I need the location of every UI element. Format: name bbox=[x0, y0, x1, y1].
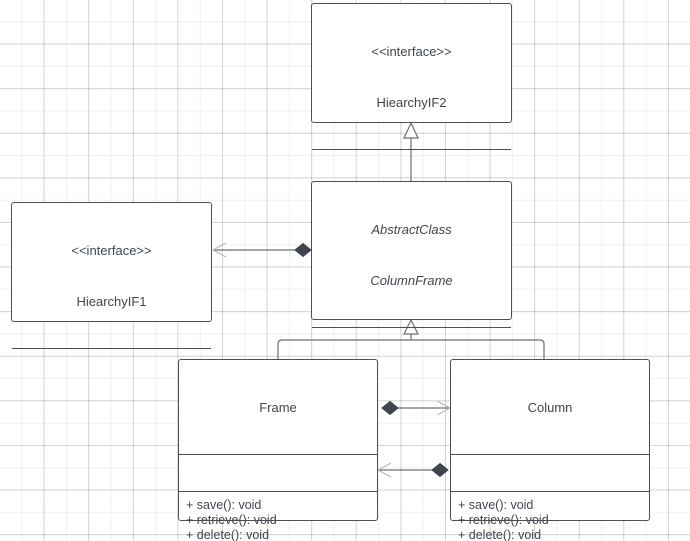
class-method: + retrieve(): void bbox=[186, 513, 277, 527]
class-name: ColumnFrame bbox=[370, 273, 453, 288]
class-node-header: Frame bbox=[179, 360, 377, 455]
class-method: + save(): void bbox=[186, 498, 262, 512]
class-stereotype: <<interface>> bbox=[71, 243, 152, 258]
class-method: + delete(): void bbox=[186, 528, 270, 541]
class-method: + delete(): void bbox=[458, 528, 542, 541]
class-node-header: <<interface>> HiearchyIF2 bbox=[312, 4, 511, 150]
class-methods-compartment: + save(): void + retrieve(): void + dele… bbox=[451, 492, 649, 541]
class-node-column[interactable]: Column + save(): void + retrieve(): void… bbox=[450, 359, 650, 541]
class-node-header: AbstractClass ColumnFrame bbox=[312, 182, 511, 328]
class-node-hierarchyif1[interactable]: <<interface>> HiearchyIF1 bbox=[11, 202, 212, 349]
class-name: HiearchyIF2 bbox=[376, 95, 447, 110]
class-node-hierarchyif2[interactable]: <<interface>> HiearchyIF2 bbox=[311, 3, 512, 150]
class-node-columnframe[interactable]: AbstractClass ColumnFrame bbox=[311, 181, 512, 328]
class-name: Frame bbox=[259, 400, 297, 415]
class-method: + retrieve(): void bbox=[458, 513, 549, 527]
class-stereotype: AbstractClass bbox=[371, 222, 452, 237]
class-attributes-compartment bbox=[451, 455, 649, 492]
class-node-frame[interactable]: Frame + save(): void + retrieve(): void … bbox=[178, 359, 378, 541]
edge-composition-columnframe-hierarchyif1[interactable] bbox=[211, 242, 312, 258]
class-method: + save(): void bbox=[458, 498, 534, 512]
class-node-header: Column bbox=[451, 360, 649, 455]
class-attributes-compartment bbox=[179, 455, 377, 492]
class-name: HiearchyIF1 bbox=[76, 294, 147, 309]
edge-composition-column-frame[interactable] bbox=[376, 462, 449, 478]
class-methods-compartment: + save(): void + retrieve(): void + dele… bbox=[179, 492, 377, 541]
class-stereotype: <<interface>> bbox=[371, 44, 452, 59]
class-node-header: <<interface>> HiearchyIF1 bbox=[12, 203, 211, 349]
class-name: Column bbox=[527, 400, 573, 415]
